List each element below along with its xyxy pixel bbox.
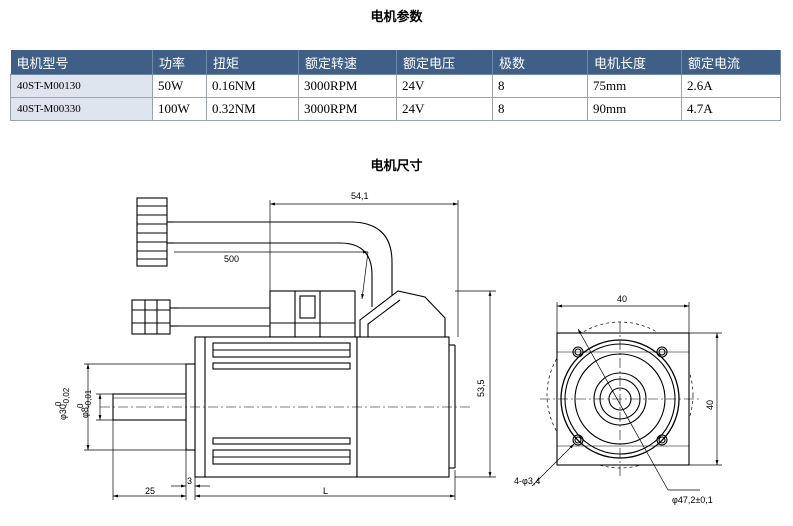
dim-shaft-tol-upper: 0	[76, 403, 85, 408]
dim-shaft-tol-lower: -0,01	[84, 389, 93, 408]
dim-square-width: 40	[617, 294, 627, 304]
spec-table: 电机型号 功率 扭矩 额定转速 额定电压 极数 电机长度 额定电流 40ST-M…	[10, 50, 781, 121]
param-title: 电机参数	[370, 10, 423, 25]
encoder-connector	[136, 197, 174, 267]
table-row: 40ST-M00330 100W 0.32NM 3000RPM 24V 8 90…	[10, 97, 781, 121]
dim-pilot-tol-upper: 0	[54, 401, 63, 406]
side-dimension-labels: 54,1 500 53,5 25 3 L φ30 0 -0,02 φ8 0 -0…	[54, 191, 486, 496]
header-voltage: 额定电压	[396, 50, 493, 75]
dim-body-length: L	[323, 486, 328, 496]
dim-mounting-holes: 4-φ3,4	[514, 476, 540, 486]
header-current: 额定电流	[681, 50, 781, 75]
cell-current: 2.6A	[681, 74, 781, 98]
header-length: 电机长度	[587, 50, 682, 75]
encoder-cable	[174, 221, 393, 295]
dim-shaft-length: 25	[145, 486, 155, 496]
front-dimensions	[531, 302, 722, 491]
cell-current: 4.7A	[681, 97, 781, 121]
dim-square-height: 40	[705, 400, 715, 410]
cell-poles: 8	[492, 97, 588, 121]
dim-title: 电机尺寸	[370, 159, 423, 174]
cell-speed: 3000RPM	[298, 97, 397, 121]
dim-height: 53,5	[476, 379, 486, 397]
cell-poles: 8	[492, 74, 588, 98]
dim-pilot-dia: φ30	[58, 404, 68, 420]
side-view	[100, 197, 470, 478]
dim-cable-offset: 54,1	[351, 191, 369, 201]
cell-model: 40ST-M00130	[10, 74, 153, 98]
dim-pilot-tol-lower: -0,02	[62, 387, 71, 406]
dim-cable-length: 500	[224, 254, 239, 264]
front-dimension-labels: 40 40 4-φ3,4 φ47,2±0,1	[514, 294, 715, 505]
side-dimensions	[84, 200, 496, 500]
cell-length: 90mm	[587, 97, 682, 121]
cell-torque: 0.32NM	[206, 97, 299, 121]
cell-length: 75mm	[587, 74, 682, 98]
power-connector	[131, 299, 178, 335]
cell-power: 100W	[152, 97, 207, 121]
front-view	[540, 321, 702, 476]
cell-model: 40ST-M00330	[10, 97, 153, 121]
cell-voltage: 24V	[396, 97, 493, 121]
dim-bolt-circle: φ47,2±0,1	[672, 495, 713, 505]
dim-flange: 3	[187, 476, 192, 486]
dim-shaft-dia: φ8	[80, 407, 90, 418]
